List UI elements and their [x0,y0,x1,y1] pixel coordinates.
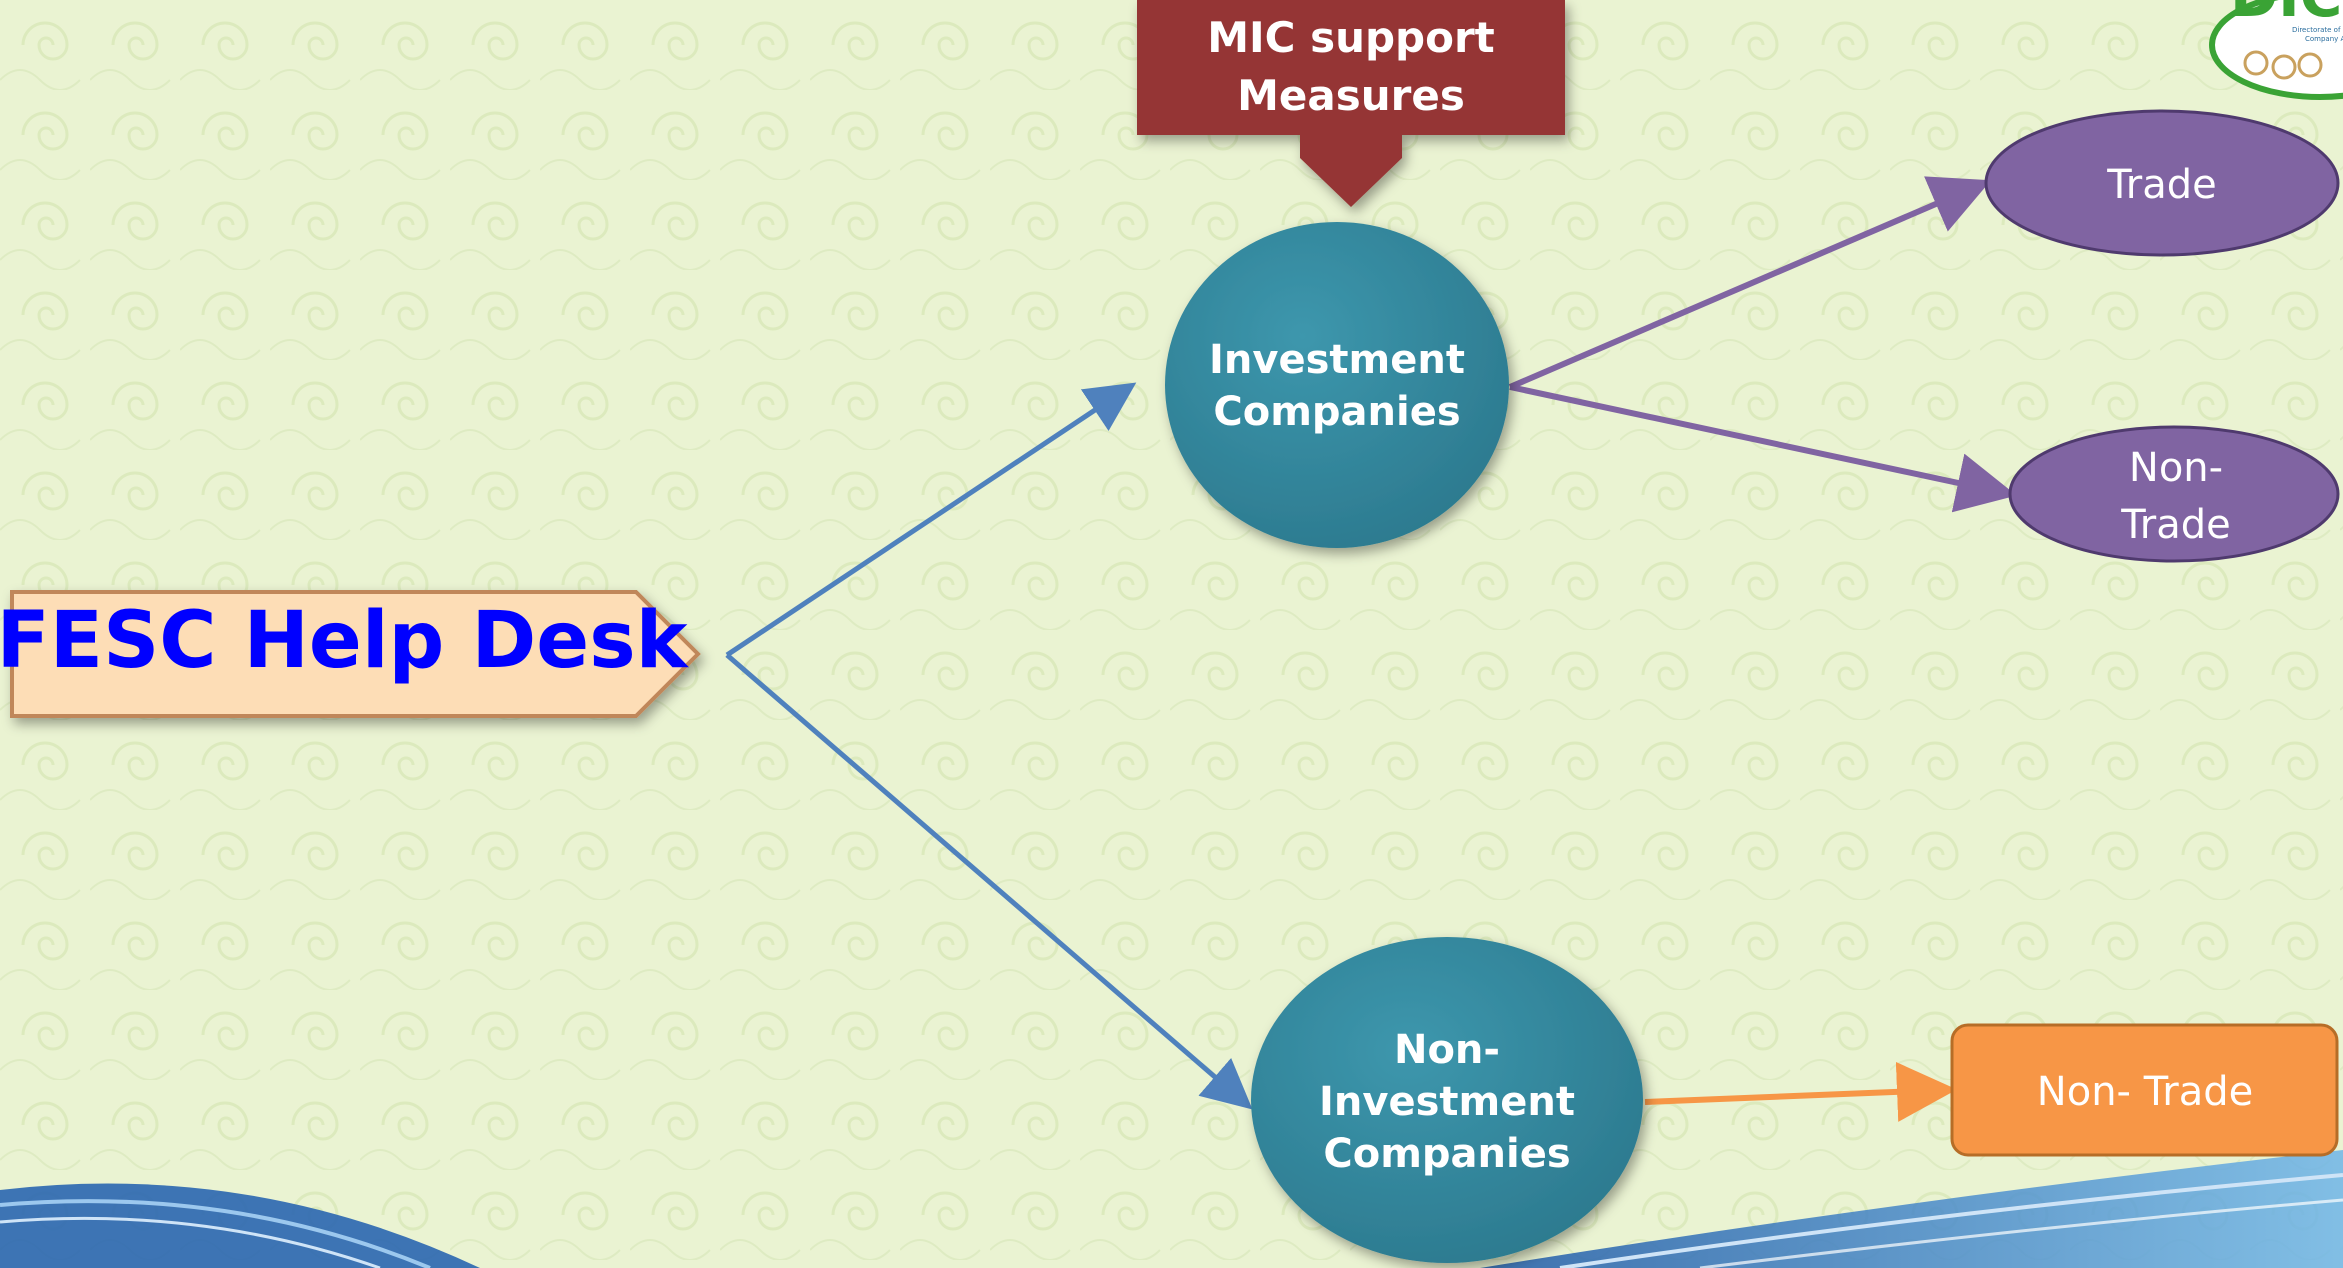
non-investment-line2: Investment [1319,1079,1575,1125]
mic-support-box [1137,0,1565,207]
non-trade-line1: Non- [2129,445,2223,491]
trade-label: Trade [2106,162,2217,208]
investment-companies-line1: Investment [1209,337,1465,383]
fesc-help-desk-shape [10,590,701,718]
arrow-investment-to-non-trade [1509,384,2017,513]
investment-companies-line2: Companies [1213,389,1460,435]
dic-logo-text: DIC [2230,0,2342,30]
arrow-helpdesk-to-non-investment [725,653,1253,1110]
non-trade-box [1950,1023,2339,1157]
non-trade-box-label: Non- Trade [2037,1069,2253,1115]
non-investment-line3: Companies [1323,1131,1570,1177]
arrow-helpdesk-to-investment [725,382,1137,658]
dic-logo-caption-1: Directorate of Investment [2292,26,2343,34]
non-trade-line2: Trade [2120,502,2231,548]
dic-logo: DIC Directorate of Investment Company Ad… [2209,0,2343,100]
dic-logo-caption-2: Company Administration [2305,35,2343,43]
mic-support-line2: Measures [1237,71,1465,120]
trade-ellipse [1984,109,2340,257]
mic-support-line1: MIC support [1207,13,1495,62]
arrow-investment-to-trade [1508,176,1992,390]
bottom-left-wave [0,1183,480,1268]
arrow-non-investment-to-non-trade [1644,1061,1957,1122]
non-investment-companies-circle [1251,937,1643,1263]
bottom-right-wave [1480,1150,2343,1268]
non-trade-ellipse [2008,425,2340,563]
fesc-help-desk-label: FESC Help Desk [0,596,690,686]
non-investment-line1: Non- [1394,1027,1500,1073]
investment-companies-circle [1165,222,1509,548]
